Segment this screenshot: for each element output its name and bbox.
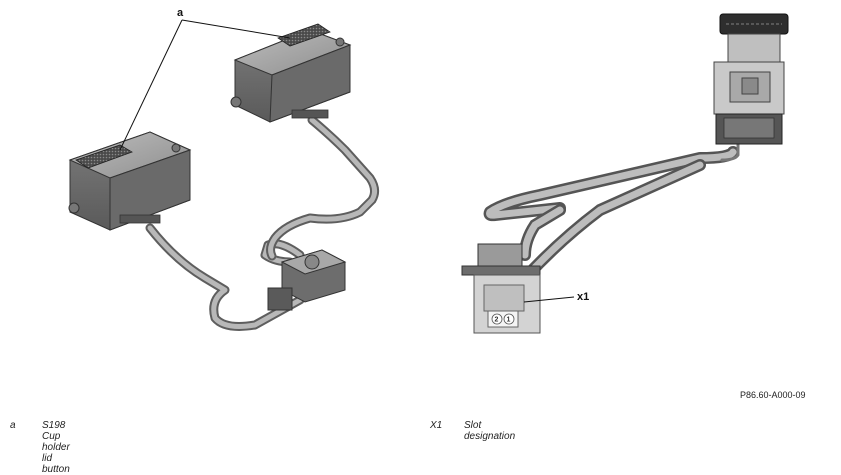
harness-connector-upper-right [713, 13, 789, 145]
callout-a-leaders [119, 19, 291, 151]
legend-text-x1: Slot designation [464, 420, 516, 442]
document-reference: P86.60-A000-09 [740, 390, 806, 400]
callout-a-label: a [177, 7, 184, 19]
connector-x1: 2 1 [461, 243, 541, 334]
callout-x1-leader [523, 296, 575, 303]
pin-label-2: 2 [495, 317, 499, 324]
switch-unit-lower [68, 131, 192, 231]
switch-unit-upper [230, 23, 352, 123]
left-harness-cable [145, 115, 380, 331]
harness-plug-left [267, 249, 347, 311]
callout-x1-label: x1 [577, 291, 589, 303]
right-harness-cable [483, 140, 740, 284]
legend-key-a: a [10, 420, 16, 431]
legend-key-x1: X1 [430, 420, 443, 431]
wiring-illustration: a 2 1 x1 [68, 7, 789, 334]
pin-label-1: 1 [507, 317, 511, 324]
legend-text-a: S198 Cup holder lid button [42, 420, 70, 475]
